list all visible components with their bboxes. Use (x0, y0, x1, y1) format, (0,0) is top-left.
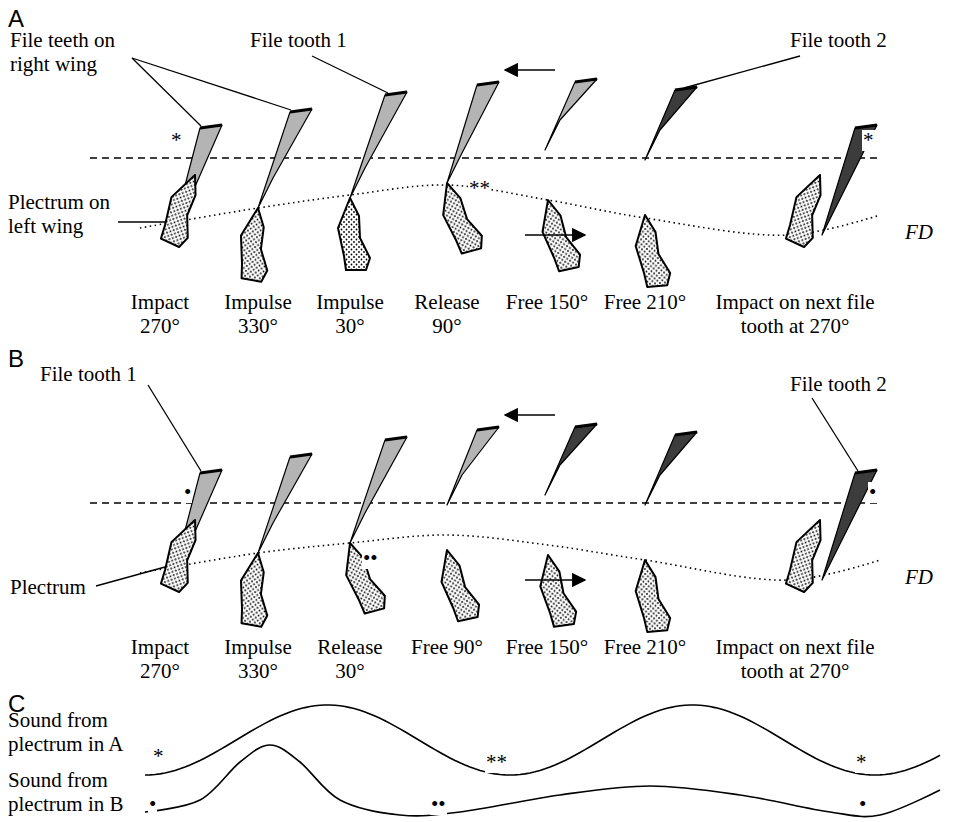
phase-marker: * (855, 752, 868, 773)
force-label: FD (905, 565, 933, 589)
file-tooth (645, 432, 697, 505)
tooth-edge (385, 437, 407, 440)
part-label: File tooth 2 (790, 372, 887, 396)
plectrum (154, 515, 213, 594)
leader-line (132, 58, 291, 110)
leader-line (118, 221, 165, 222)
file-tooth (822, 470, 877, 580)
phase-marker: * (170, 130, 183, 151)
phase-label: Free 210° (600, 635, 690, 659)
leader-line (132, 58, 201, 126)
plectrum (633, 213, 671, 288)
tooth-edge (675, 432, 697, 435)
phase-label: Impact on next file tooth at 270° (715, 635, 875, 683)
plectrum (435, 546, 481, 623)
phase-marker: • (148, 794, 157, 815)
reference-line (90, 157, 880, 158)
plectrum (633, 558, 671, 633)
plectrum (338, 198, 370, 270)
phase-marker: •• (430, 794, 447, 815)
phase-marker: • (868, 482, 877, 503)
file-tooth (350, 92, 407, 198)
phase-label: Free 90° (402, 635, 492, 659)
motion-arrow (525, 234, 585, 236)
part-label: Plectrum (10, 575, 86, 599)
tooth-edge (855, 125, 877, 128)
phase-label: Impulse 330° (213, 290, 303, 338)
phase-marker: ** (485, 752, 508, 773)
phase-label: Impact 270° (115, 635, 205, 683)
phase-label: Free 210° (600, 290, 690, 314)
motion-arrow (505, 414, 555, 416)
tooth-edge (575, 424, 597, 427)
plectrum (779, 515, 838, 594)
phase-marker: * (862, 130, 875, 151)
panel-letter: B (8, 345, 24, 373)
file-tooth (545, 79, 597, 150)
tooth-edge (290, 454, 312, 457)
phase-label: Impulse 330° (213, 635, 303, 683)
phase-label: Free 150° (502, 635, 592, 659)
file-tooth (645, 87, 697, 160)
plectrum (154, 170, 213, 249)
file-tooth (350, 437, 407, 543)
file-tooth (258, 454, 312, 553)
file-tooth (822, 125, 877, 235)
phase-marker: •• (362, 548, 379, 569)
part-label: File teeth on right wing (10, 28, 140, 76)
leader-line (812, 398, 858, 471)
tooth-edge (477, 82, 499, 85)
panel-drawing (90, 56, 880, 288)
panel-drawing (90, 385, 880, 633)
tooth-edge (200, 470, 222, 473)
phase-marker: * (152, 746, 165, 767)
motion-arrow (525, 579, 585, 581)
tooth-edge (477, 427, 499, 430)
leader-line (312, 56, 388, 93)
sound-wave (145, 745, 940, 817)
part-label: File tooth 1 (40, 362, 137, 386)
plectrum (234, 206, 278, 282)
file-tooth (545, 424, 597, 495)
phase-label: Release 90° (402, 290, 492, 338)
part-label: File tooth 2 (790, 28, 887, 52)
part-label: Sound from plectrum in B (8, 768, 133, 816)
sound-traces (145, 705, 940, 817)
part-label: Sound from plectrum in A (8, 708, 133, 756)
plectrum (536, 552, 578, 628)
leader-line (684, 56, 800, 88)
leader-line (96, 567, 165, 586)
plectrum (779, 170, 838, 249)
phase-marker: • (858, 794, 867, 815)
leader-line (148, 385, 201, 471)
phase-marker: ** (468, 178, 491, 199)
tooth-edge (290, 109, 312, 112)
phase-label: Impulse 30° (305, 290, 395, 338)
phase-label: Impact 270° (115, 290, 205, 338)
phase-label: Free 150° (502, 290, 592, 314)
motion-arrow (505, 69, 555, 71)
tooth-edge (385, 92, 407, 95)
phase-label: Release 30° (305, 635, 395, 683)
phase-label: Impact on next file tooth at 270° (715, 290, 875, 338)
part-label: File tooth 1 (250, 28, 347, 52)
part-label: Plectrum on left wing (8, 190, 123, 238)
plectrum (338, 538, 388, 616)
file-tooth (258, 109, 312, 208)
reference-line (90, 502, 880, 503)
file-tooth (447, 427, 499, 505)
file-tooth (447, 82, 499, 183)
sound-wave (145, 705, 940, 775)
phase-marker: • (183, 482, 192, 503)
tooth-edge (200, 125, 222, 128)
force-label: FD (905, 220, 933, 244)
tooth-edge (575, 79, 597, 82)
plectrum (234, 551, 278, 627)
